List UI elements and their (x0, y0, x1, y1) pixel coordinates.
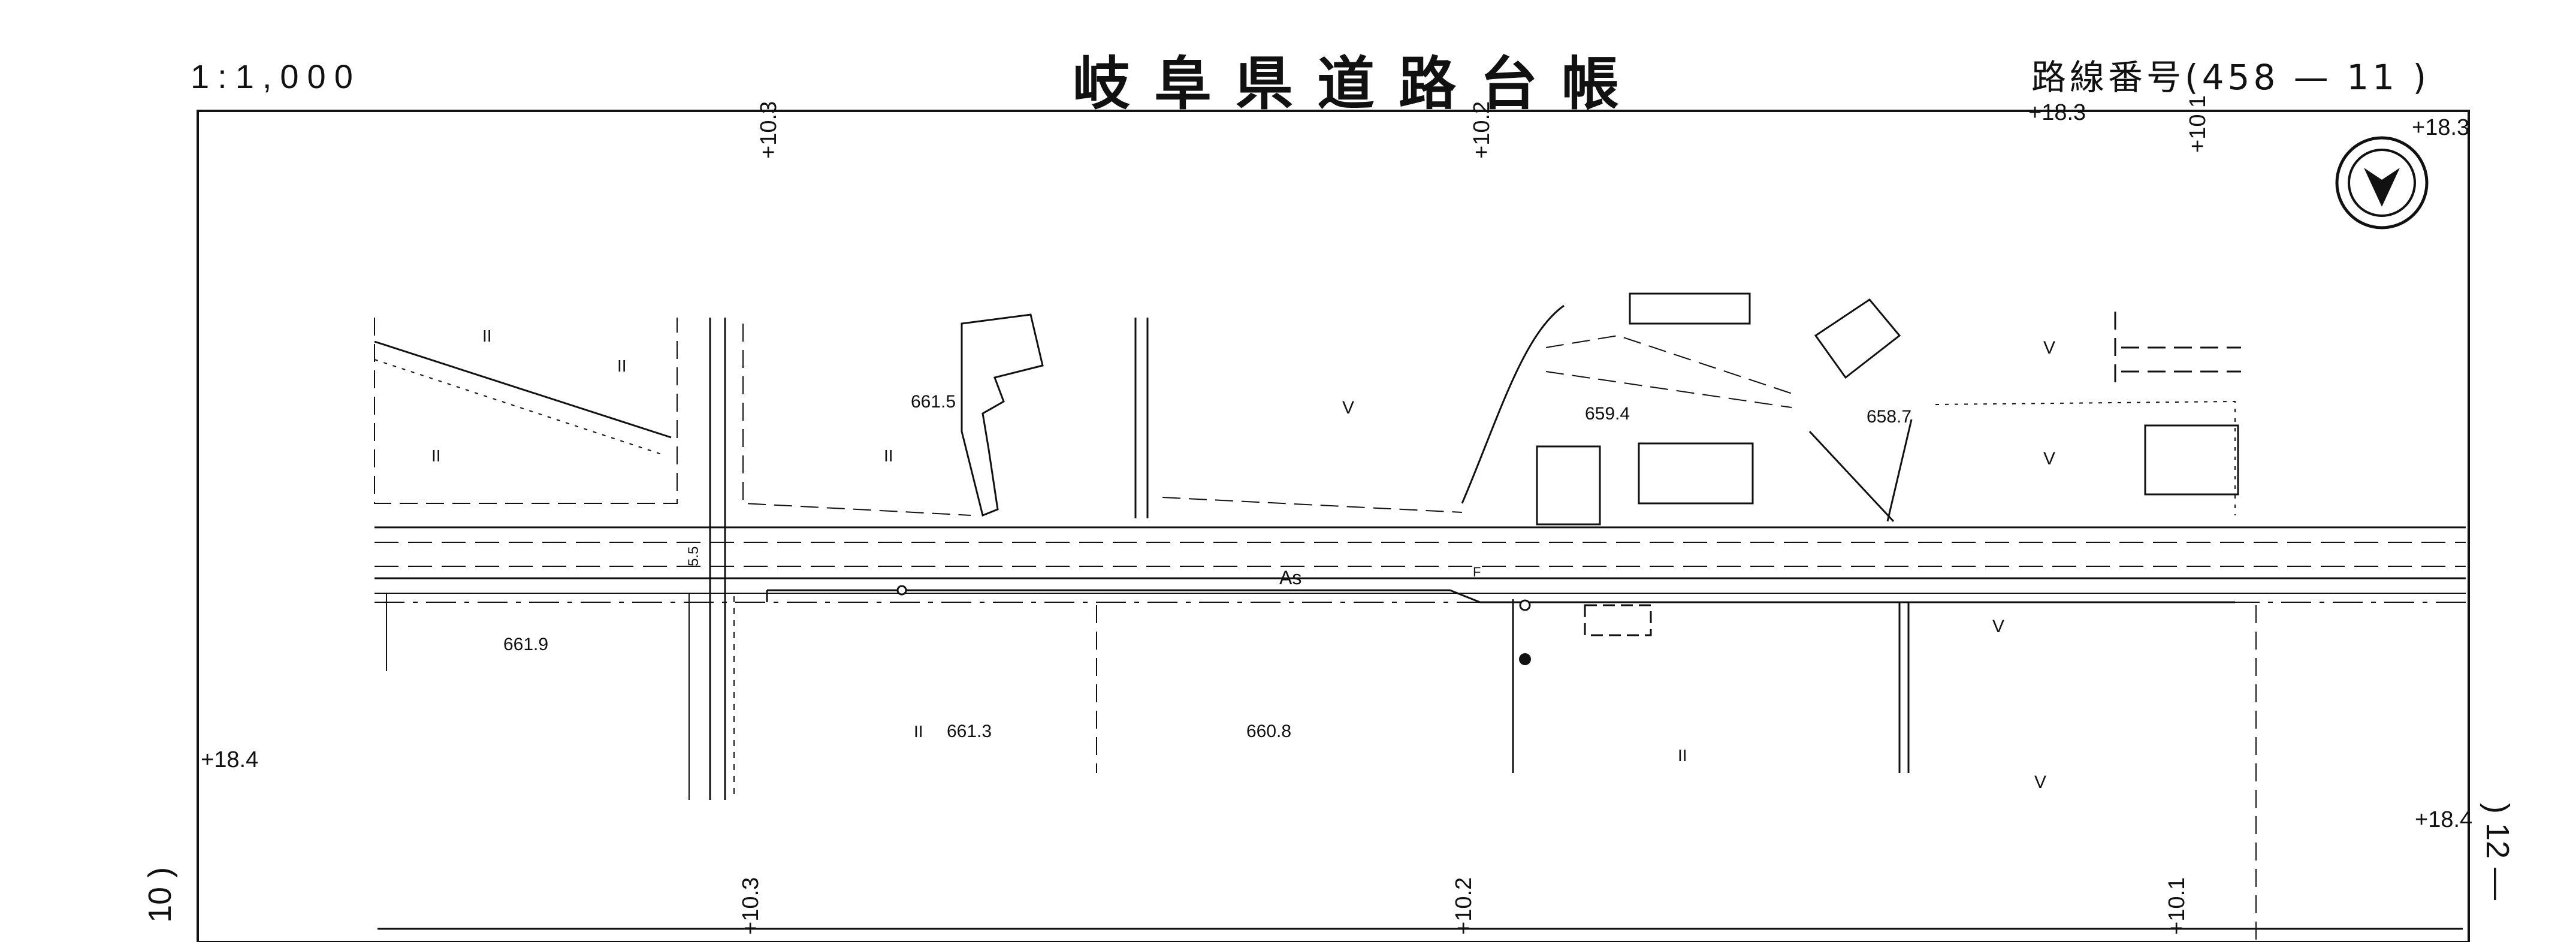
station-bottom-1: +10.3 (738, 877, 763, 935)
station-bottom-2: +10.2 (1451, 877, 1476, 935)
marker-label: F (1473, 564, 1481, 579)
parcel-s (1096, 605, 2257, 942)
parcel-sw (386, 593, 690, 800)
parcel-drain (1898, 602, 1910, 773)
route-label: 路線番号 (2031, 57, 2185, 98)
adjacent-sheet-left: 10 ) (142, 867, 178, 923)
manhole (896, 585, 907, 596)
parcel-nw (374, 318, 678, 504)
station-side-left: +18.4 (201, 747, 258, 772)
field-alt-label-4: V (1992, 617, 2004, 636)
utility-pole (1519, 653, 1531, 665)
field-alt-label-2: V (2043, 338, 2055, 358)
map-scale: 1:1,000 (191, 58, 361, 95)
field-alt-label-5: V (2034, 772, 2046, 792)
field-label-3: II (431, 446, 441, 465)
building-4 (1814, 298, 1901, 379)
route-number: 路線番号(458 — 11 ) (2031, 49, 2430, 99)
map-frame (197, 110, 2470, 942)
diagonal-path (374, 340, 672, 439)
station-bottom-3: +10.1 (2164, 877, 2190, 935)
sheet-title: 岐阜県道路台帳 (1073, 50, 1643, 117)
elevation-1: 661.5 (911, 392, 956, 412)
station-top-1: +10.3 (756, 101, 781, 159)
surface-label: As (1279, 567, 1301, 588)
parcel-curve (1461, 304, 1565, 504)
route-value: (458 — 11 ) (2185, 57, 2430, 98)
building-5 (2144, 424, 2239, 496)
field-label-1: II (482, 327, 492, 345)
road-width-label: 5.5 (685, 547, 702, 566)
field-alt-label-1: V (1342, 398, 1354, 418)
elevation-6: 660.8 (1246, 721, 1291, 741)
building-3 (1638, 442, 1754, 505)
parcel-n1 (742, 324, 971, 516)
diagonal-path-edge (374, 359, 666, 456)
station-top-5: +18.3 (2412, 115, 2469, 140)
parcel-ne-wedge (1808, 419, 1913, 523)
parcel-n2 (1162, 497, 1463, 513)
utility-pole-2 (1519, 599, 1531, 611)
field-label-5: II (914, 722, 923, 741)
north-arrow-icon (2335, 136, 2429, 230)
parcel-ne-top (1545, 334, 1798, 408)
median-curb (766, 589, 2235, 603)
station-top-4: +10.1 (2185, 95, 2210, 153)
field-label-2: II (617, 357, 627, 375)
station-side-right: +18.4 (2415, 807, 2472, 832)
field-label-4: II (884, 446, 893, 465)
elevation-2: 659.4 (1585, 404, 1630, 424)
building-2 (1536, 445, 1601, 526)
station-top-3: +18.3 (2028, 100, 2086, 125)
buildings (961, 292, 2239, 636)
field-label-6: II (1678, 746, 1687, 765)
elevation-4: 661.9 (503, 635, 548, 654)
building-1 (961, 313, 1044, 517)
field-alt-label-3: V (2043, 449, 2055, 469)
building-6 (1584, 604, 1652, 636)
elevation-5: 661.3 (947, 721, 992, 741)
elevation-3: 658.7 (1867, 407, 1911, 427)
adjacent-sheet-right: ) 12 — (2480, 803, 2515, 900)
parcel-far-ne (2114, 312, 2241, 384)
parcel-ne-right (1935, 400, 2236, 515)
station-top-2: +10.2 (1469, 101, 1494, 159)
building-7 (1629, 292, 1751, 325)
